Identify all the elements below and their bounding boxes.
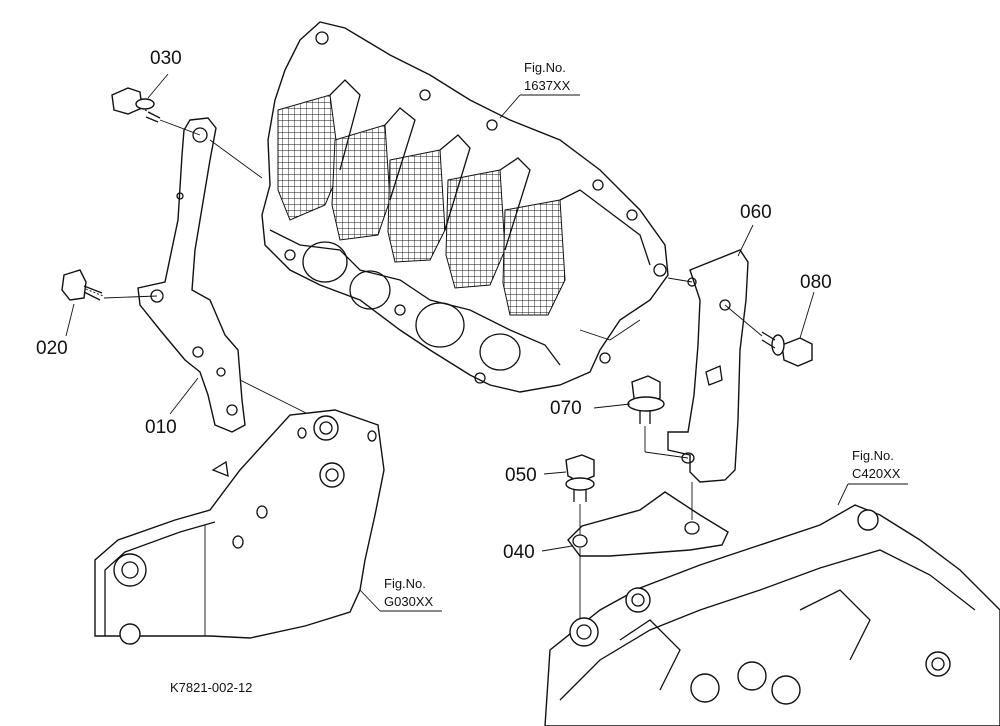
bolt-020-drawing — [61, 269, 158, 301]
drawing-number: K7821-002-12 — [170, 680, 252, 695]
callout-010: 010 — [145, 417, 177, 438]
callout-060: 060 — [740, 202, 772, 223]
callout-040: 040 — [503, 542, 535, 563]
stay-060-drawing — [667, 249, 749, 483]
bolt-050-drawing — [565, 454, 595, 535]
fig-ref-c420xx-title: Fig.No. — [852, 448, 894, 463]
stay-040-drawing — [567, 482, 729, 620]
callout-030: 030 — [150, 48, 182, 69]
fig-ref-g030xx-number: G030XX — [384, 594, 433, 609]
gear-housing-drawing — [544, 504, 1000, 726]
callout-070: 070 — [550, 398, 582, 419]
callout-leaders — [65, 73, 908, 612]
intake-manifold-drawing — [261, 21, 669, 393]
callout-020: 020 — [36, 338, 68, 359]
fig-ref-c420xx-number: C420XX — [852, 466, 901, 481]
bolt-030-drawing — [111, 87, 201, 136]
fig-ref-1637xx-title: Fig.No. — [524, 60, 566, 75]
bolt-070-drawing — [627, 375, 689, 459]
callout-080: 080 — [800, 272, 832, 293]
stay-010-drawing — [137, 117, 246, 433]
fig-ref-1637xx-number: 1637XX — [524, 78, 571, 93]
fig-ref-g030xx-title: Fig.No. — [384, 576, 426, 591]
callout-050: 050 — [505, 465, 537, 486]
bolt-080-drawing — [724, 304, 813, 367]
gear-case-drawing — [94, 409, 385, 645]
